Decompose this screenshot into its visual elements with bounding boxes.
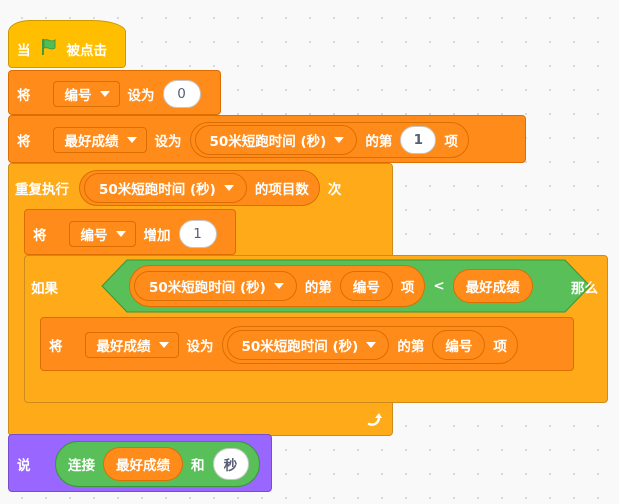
list-length-label: 的项目数 bbox=[254, 182, 309, 198]
join-text-input[interactable]: 秒 bbox=[212, 448, 249, 480]
item-of-list-reporter[interactable]: 50米短跑时间 (秒) 的第 1 项 bbox=[189, 122, 469, 158]
set-best-inner-variable-dropdown[interactable]: 最好成绩 bbox=[84, 332, 179, 358]
set-counter-label: 将 bbox=[17, 88, 31, 104]
best-score-variable-reporter[interactable]: 最好成绩 bbox=[452, 269, 533, 303]
set-best-inner-to-label: 设为 bbox=[186, 339, 214, 355]
green-flag-icon bbox=[39, 37, 59, 61]
set-counter-variable-dropdown[interactable]: 编号 bbox=[52, 81, 120, 107]
chevron-down-icon bbox=[99, 91, 110, 97]
chevron-down-icon bbox=[158, 342, 169, 348]
say-block[interactable]: 说 连接 最好成绩 和 秒 bbox=[8, 434, 272, 492]
if-label: 如果 bbox=[31, 281, 58, 297]
join-reporter[interactable]: 连接 最好成绩 和 秒 bbox=[55, 441, 260, 487]
best-score-variable-reporter[interactable]: 最好成绩 bbox=[103, 447, 183, 481]
set-best-inner-label: 将 bbox=[49, 339, 63, 355]
less-than-symbol: < bbox=[433, 278, 445, 294]
join-label: 连接 bbox=[68, 458, 95, 474]
chevron-down-icon bbox=[273, 283, 284, 289]
change-counter-variable: 编号 bbox=[80, 228, 108, 244]
set-best-variable: 最好成绩 bbox=[64, 134, 119, 150]
chevron-down-icon bbox=[115, 231, 126, 237]
set-counter-value-input[interactable]: 0 bbox=[162, 80, 201, 108]
list-name: 50米短跑时间 (秒) bbox=[209, 134, 327, 150]
set-best-inner-block[interactable]: 将 最好成绩 设为 50米短跑时间 (秒) 的第 编号 项 bbox=[40, 317, 574, 371]
change-counter-label: 将 bbox=[33, 228, 47, 244]
item-suffix-label: 项 bbox=[444, 134, 458, 150]
list-length-reporter[interactable]: 50米短跑时间 (秒) 的项目数 bbox=[79, 170, 320, 206]
list-name: 50米短跑时间 (秒) bbox=[241, 339, 359, 355]
item-label: 的第 bbox=[365, 134, 393, 150]
chevron-down-icon bbox=[366, 342, 377, 348]
index-variable-reporter[interactable]: 编号 bbox=[339, 271, 393, 301]
loop-arrow-icon bbox=[367, 413, 382, 426]
item-label: 的第 bbox=[304, 280, 332, 296]
change-counter-block[interactable]: 将 编号 增加 1 bbox=[24, 209, 236, 255]
list-dropdown[interactable]: 50米短跑时间 (秒) bbox=[194, 125, 358, 155]
hat-label-when: 当 bbox=[17, 43, 31, 59]
list-dropdown[interactable]: 50米短跑时间 (秒) bbox=[84, 173, 247, 203]
chevron-down-icon bbox=[334, 137, 345, 143]
hat-label-clicked: 被点击 bbox=[66, 43, 108, 59]
item-index-input[interactable]: 1 bbox=[400, 126, 437, 154]
say-label: 说 bbox=[17, 458, 31, 474]
repeat-times-label: 次 bbox=[327, 182, 342, 198]
item-of-list-reporter[interactable]: 50米短跑时间 (秒) 的第 编号 项 bbox=[221, 326, 518, 364]
list-name: 50米短跑时间 (秒) bbox=[99, 182, 216, 198]
when-flag-clicked-block[interactable]: 当 被点击 bbox=[8, 20, 126, 68]
list-dropdown[interactable]: 50米短跑时间 (秒) bbox=[226, 330, 390, 360]
item-suffix-label: 项 bbox=[493, 339, 507, 355]
list-dropdown[interactable]: 50米短跑时间 (秒) bbox=[134, 271, 297, 301]
list-name: 50米短跑时间 (秒) bbox=[149, 280, 266, 296]
set-best-to-label: 设为 bbox=[154, 134, 182, 150]
set-counter-to-label: 设为 bbox=[127, 88, 155, 104]
set-counter-block[interactable]: 将 编号 设为 0 bbox=[8, 70, 221, 115]
index-variable-reporter[interactable]: 编号 bbox=[432, 330, 486, 360]
set-best-inner-variable: 最好成绩 bbox=[96, 339, 151, 355]
item-suffix-label: 项 bbox=[400, 280, 415, 296]
chevron-down-icon bbox=[223, 185, 234, 191]
chevron-down-icon bbox=[126, 137, 137, 143]
and-label: 和 bbox=[191, 458, 205, 474]
set-counter-variable: 编号 bbox=[64, 88, 92, 104]
change-counter-variable-dropdown[interactable]: 编号 bbox=[68, 221, 136, 247]
item-label: 的第 bbox=[397, 339, 425, 355]
set-best-label: 将 bbox=[17, 134, 31, 150]
set-best-variable-dropdown[interactable]: 最好成绩 bbox=[52, 127, 147, 153]
change-counter-by-label: 增加 bbox=[143, 228, 171, 244]
set-best-block[interactable]: 将 最好成绩 设为 50米短跑时间 (秒) 的第 1 项 bbox=[8, 115, 526, 163]
change-counter-value-input[interactable]: 1 bbox=[178, 220, 217, 248]
item-of-list-reporter[interactable]: 50米短跑时间 (秒) 的第 编号 项 bbox=[129, 265, 426, 307]
then-label: 那么 bbox=[571, 281, 598, 297]
repeat-label: 重复执行 bbox=[15, 182, 69, 198]
